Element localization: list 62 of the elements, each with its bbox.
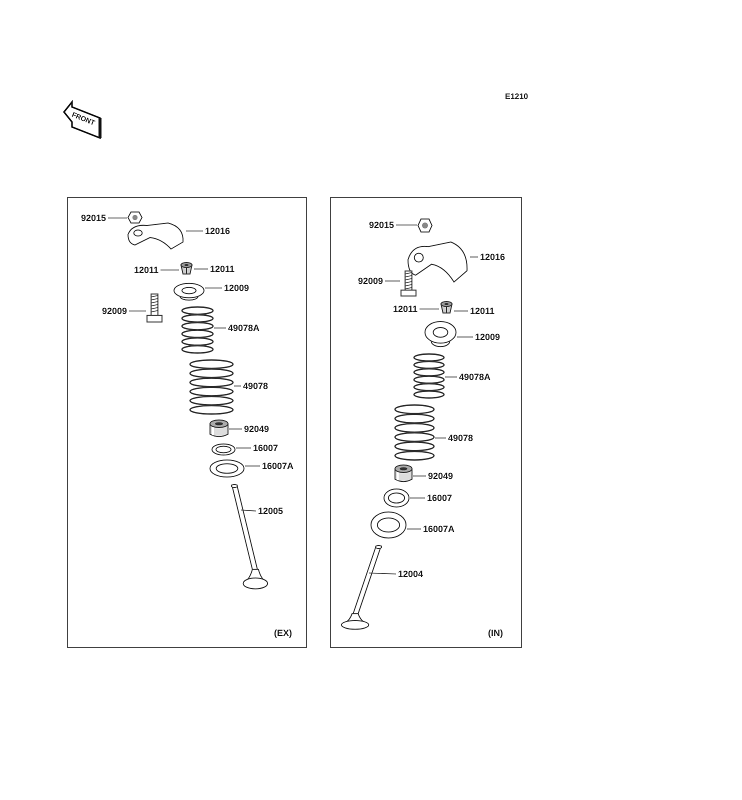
part-number: 12011 <box>210 264 235 274</box>
leader-line <box>456 336 474 338</box>
part-number: 49078A <box>228 322 260 334</box>
leader-line <box>396 224 418 226</box>
leader-line <box>368 572 396 574</box>
part-number: 12016 <box>480 252 506 262</box>
leader-line <box>128 310 146 312</box>
panel-frame <box>330 197 522 648</box>
valve-keeper-drawing <box>179 262 194 277</box>
part-number: 92049 <box>244 424 270 434</box>
part-number: 92009 <box>102 306 128 316</box>
leader-line <box>228 428 242 430</box>
stem-seal-drawing <box>209 419 229 438</box>
valve-spring-drawing <box>394 404 435 461</box>
part-number: 16007A <box>423 524 455 534</box>
part-number: 12011 <box>134 264 159 276</box>
leader-line <box>470 256 478 258</box>
part-number: 16007 <box>427 492 452 504</box>
leader-line <box>444 376 458 378</box>
panel-frame <box>67 197 307 648</box>
spring-seat-drawing <box>209 459 245 478</box>
part-number: 49078A <box>459 372 491 382</box>
part-number: 12016 <box>205 226 230 236</box>
panel-label: (EX) <box>274 628 292 639</box>
part-number: 92015 <box>81 212 106 224</box>
part-number: 12011 <box>393 304 418 314</box>
stem-seal-drawing <box>394 464 413 483</box>
part-number: 12011 <box>470 306 495 316</box>
spring-retainer-drawing <box>173 283 205 301</box>
leader-line <box>384 280 400 282</box>
part-number: 49078 <box>243 380 268 392</box>
part-number: 92009 <box>358 276 384 286</box>
valve-spring-drawing <box>413 353 445 399</box>
rocker-arm-drawing <box>406 240 470 284</box>
valve-keeper-drawing <box>439 301 454 316</box>
part-number: 12004 <box>398 568 424 580</box>
part-number: 49078 <box>448 432 474 444</box>
part-number: 12005 <box>258 506 284 516</box>
spring-retainer-drawing <box>424 321 457 348</box>
leader-line <box>406 528 422 530</box>
valve-spring-drawing <box>189 359 234 415</box>
part-number: 12009 <box>475 332 500 342</box>
hex-nut-drawing <box>127 211 143 224</box>
spring-seat-drawing <box>370 511 407 539</box>
leader-line <box>240 510 256 512</box>
diagram-code: E1210 <box>505 91 528 102</box>
leader-line <box>194 268 208 270</box>
part-number: 92015 <box>369 220 394 230</box>
spring-seat-drawing <box>211 443 236 456</box>
valve-spring-drawing <box>181 306 214 354</box>
adjusting-screw-drawing <box>400 270 417 298</box>
adjusting-screw-drawing <box>146 293 163 324</box>
part-number: 16007 <box>253 442 278 454</box>
spring-seat-drawing <box>383 488 410 508</box>
part-number: 92049 <box>428 470 454 482</box>
panel-label: (IN) <box>488 628 503 639</box>
leader-line <box>454 310 468 312</box>
leader-line <box>419 308 440 310</box>
part-number: 12009 <box>224 282 250 294</box>
part-number: 16007A <box>262 460 294 472</box>
leader-line <box>186 230 204 232</box>
hex-nut-drawing <box>417 218 433 233</box>
